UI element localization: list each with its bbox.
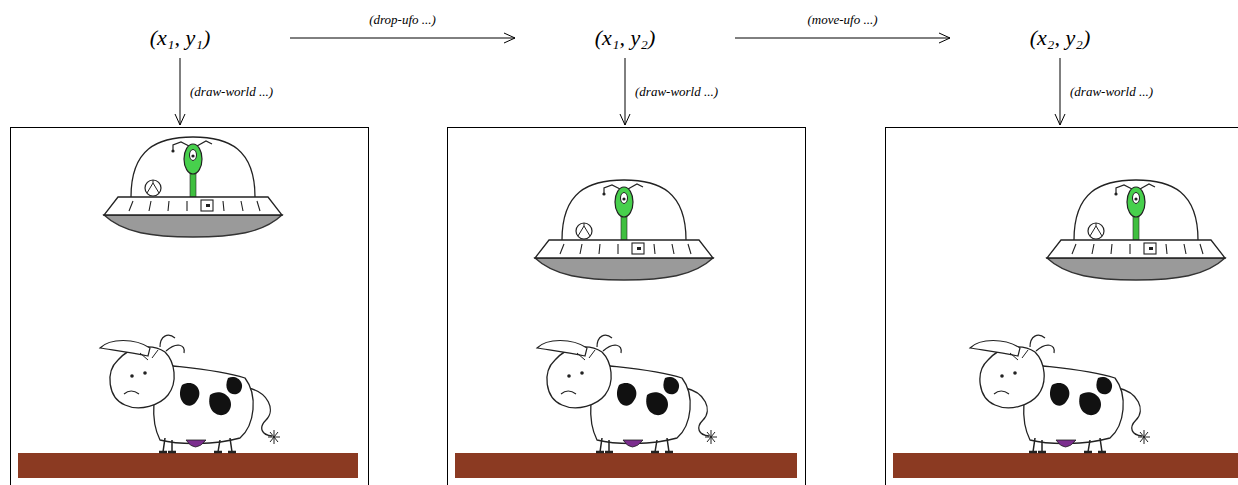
arrow-head <box>504 33 515 43</box>
picture-frame <box>447 127 806 485</box>
cow-picture <box>100 335 1150 452</box>
arrow-head <box>175 114 185 125</box>
arrow-line <box>180 58 181 125</box>
ufo-picture-part <box>1047 180 1225 280</box>
edge-label: (draw-world ...) <box>1068 84 1155 100</box>
ufo-picture-part <box>104 137 282 237</box>
transition-arrow <box>175 58 185 125</box>
ufo-picture-part <box>535 180 713 280</box>
ground-bar-part <box>18 453 358 478</box>
ground-bar-part <box>455 453 797 478</box>
transition-arrow <box>1055 58 1065 125</box>
transition-arrow <box>290 33 515 43</box>
state-text: (x₁, y₁) <box>150 25 210 51</box>
transition-arrow <box>620 58 630 125</box>
ground-bar <box>18 453 1238 478</box>
arrow-line <box>290 38 515 39</box>
state-text: (x₁, y₂) <box>595 25 655 51</box>
arrow-head <box>939 33 950 43</box>
arrow-head <box>620 114 630 125</box>
state-text: (x₂, y₂) <box>1030 25 1090 51</box>
edge-label: (draw-world ...) <box>633 84 720 100</box>
cow-picture-part <box>537 335 717 452</box>
picture-frame <box>885 127 1238 485</box>
state-label: (x₁, y₁) <box>70 20 290 56</box>
cow-picture-part <box>100 335 280 452</box>
cow-picture-part <box>970 335 1150 452</box>
state-label: (x₂, y₂) <box>950 20 1170 56</box>
edge-label: (move-ufo ...) <box>805 12 879 28</box>
transition-arrow <box>735 33 950 43</box>
arrow-line <box>735 38 950 39</box>
arrow-head <box>1055 114 1065 125</box>
edge-label: (draw-world ...) <box>188 84 275 100</box>
picture-frame <box>10 127 369 485</box>
ufo-picture <box>104 137 1225 280</box>
arrow-line <box>625 58 626 125</box>
ground-bar-part <box>893 453 1238 478</box>
edge-label: (drop-ufo ...) <box>367 12 438 28</box>
state-label: (x₁, y₂) <box>515 20 735 56</box>
arrow-line <box>1060 58 1061 125</box>
